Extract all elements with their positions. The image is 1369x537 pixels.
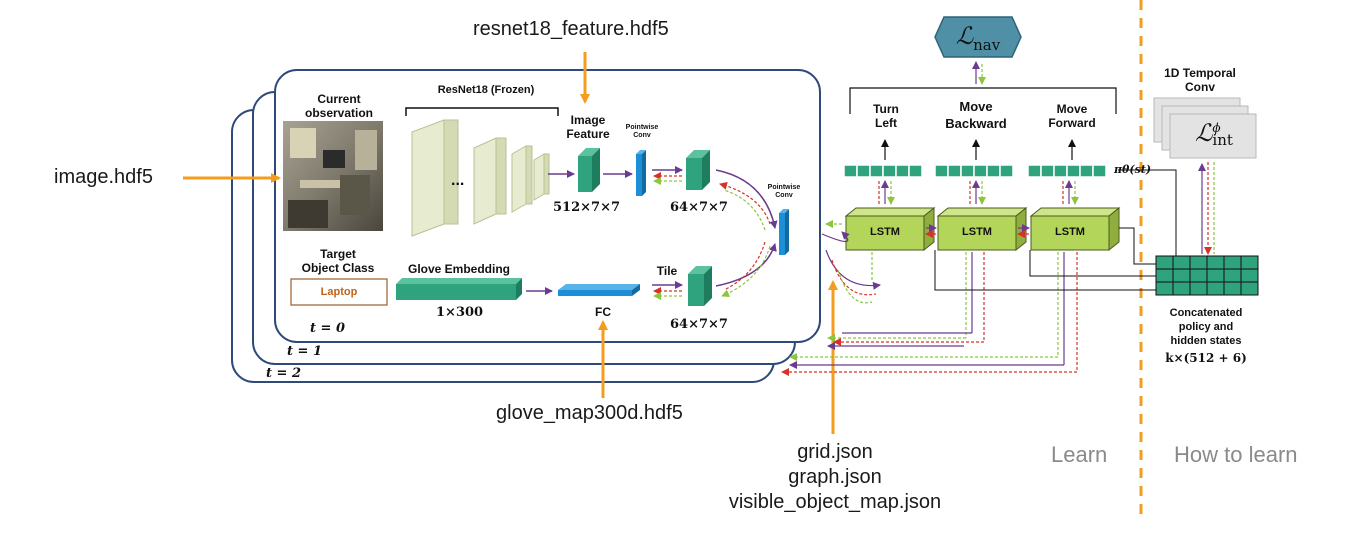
pointwise-top-line1: Pointwise bbox=[625, 124, 659, 131]
feature-cube-top bbox=[686, 150, 710, 190]
pointwise-right-line1: Pointwise bbox=[767, 184, 801, 191]
glove-embedding-label: Glove Embedding bbox=[407, 262, 510, 276]
loss-int-superscript: ϕ bbox=[1212, 121, 1221, 135]
arrow-grad-conv-bottom-red bbox=[723, 241, 766, 291]
temporal-conv-label: 1D Temporal Conv bbox=[1150, 66, 1250, 94]
loss-int-subscript: int bbox=[1212, 131, 1233, 149]
fc-label: FC bbox=[595, 305, 611, 319]
action-move-backward-line2: Backward bbox=[945, 116, 1007, 131]
current-observation-line2: observation bbox=[304, 106, 373, 120]
pointwise-top-line2: Conv bbox=[633, 132, 651, 139]
target-class-box bbox=[290, 278, 388, 306]
target-class-line1: Target bbox=[320, 247, 356, 261]
pointwise-right-line2: Conv bbox=[775, 192, 793, 199]
image-feature-line1: Image bbox=[570, 113, 606, 127]
concat-label: Concatenated policy and hidden states bbox=[1150, 306, 1262, 348]
arrow-grad-conv-top-green bbox=[723, 189, 766, 231]
concat-grid bbox=[1155, 255, 1259, 296]
current-observation-label: Current observation bbox=[298, 92, 380, 120]
action-bracket bbox=[849, 87, 1117, 114]
action-move-forward-line1: Move bbox=[1056, 102, 1088, 116]
current-observation-line1: Current bbox=[317, 92, 361, 106]
action-move-backward-line1: Move bbox=[959, 99, 993, 114]
glove-embedding-slab bbox=[396, 278, 522, 300]
lstm-label-2: LSTM bbox=[962, 226, 992, 238]
image-file-label: image.hdf5 bbox=[54, 166, 153, 188]
lstm-box-2 bbox=[936, 206, 1028, 252]
action-turn-left: Turn Left bbox=[856, 102, 916, 130]
region-learn: Learn bbox=[1051, 442, 1108, 467]
resnet-bracket bbox=[405, 107, 559, 116]
arrow-bottom-to-conv bbox=[715, 243, 777, 287]
region-how-to-learn: How to learn bbox=[1174, 442, 1298, 467]
lstm-box-3 bbox=[1029, 206, 1121, 252]
pointwise-conv-right bbox=[779, 209, 789, 255]
temporal-conv-stack bbox=[1153, 97, 1257, 159]
arrow-grad-conv-top-red bbox=[719, 182, 771, 225]
glove-file-label: glove_map300d.hdf5 bbox=[496, 402, 683, 424]
action-move-forward: Move Forward bbox=[1042, 102, 1102, 130]
feature-cube-bottom bbox=[688, 266, 712, 306]
loss-nav-subscript: nav bbox=[973, 36, 1001, 54]
arrow-top-to-conv bbox=[715, 169, 778, 229]
time-step-0: t = 0 bbox=[310, 321, 345, 336]
lstm-label-1: LSTM bbox=[870, 226, 900, 238]
lstm-feedback-lines bbox=[781, 252, 1078, 376]
concat-line2: policy and bbox=[1178, 321, 1234, 333]
arrow-grad-conv-bottom-green bbox=[721, 245, 771, 297]
action-move-backward: Move Backward bbox=[936, 98, 1016, 132]
resnet-file-label: resnet18_feature.hdf5 bbox=[473, 18, 669, 40]
image-feature-cube bbox=[578, 148, 600, 192]
resnet-ellipsis: ... bbox=[451, 172, 465, 189]
lstm-policy-arrows bbox=[878, 180, 1079, 205]
fc-slab bbox=[558, 284, 640, 296]
action-turn-left-line1: Turn bbox=[873, 102, 899, 116]
time-step-2: t = 2 bbox=[266, 366, 301, 381]
temporal-conv-line1: 1D Temporal bbox=[1164, 66, 1236, 80]
concat-line3: hidden states bbox=[1170, 335, 1242, 347]
resnet-label: ResNet18 (Frozen) bbox=[437, 84, 535, 96]
observation-image bbox=[283, 121, 383, 231]
pointwise-conv-top-label: Pointwise Conv bbox=[620, 124, 664, 140]
action-move-forward-line2: Forward bbox=[1048, 116, 1096, 130]
frame-t0 bbox=[274, 69, 821, 343]
json-file-graph: graph.json bbox=[788, 466, 882, 488]
arrow-panel-curve-2 bbox=[831, 259, 877, 296]
pointwise-conv-right-label: Pointwise Conv bbox=[762, 184, 806, 200]
temporal-conv-line2: Conv bbox=[1185, 80, 1215, 94]
image-feature-line2: Feature bbox=[566, 127, 610, 141]
policy-pi-label: πθ(st) bbox=[1114, 163, 1152, 176]
pointwise-conv-top bbox=[636, 150, 646, 196]
concat-dimension: k×(512 + 6) bbox=[1165, 351, 1247, 365]
target-object-class-label: Target Object Class bbox=[296, 247, 380, 275]
policy-cells bbox=[843, 164, 1107, 178]
concat-line1: Concatenated bbox=[1169, 307, 1243, 319]
lstm-box-1 bbox=[844, 206, 936, 252]
image-feature-label: Image Feature bbox=[560, 113, 616, 141]
tile-label: Tile bbox=[656, 264, 678, 278]
loss-nav-label: ℒnav bbox=[955, 22, 1001, 54]
dim-512-label: 512×7×7 bbox=[553, 200, 621, 215]
action-turn-left-line2: Left bbox=[875, 116, 897, 130]
loss-nav-hexagon bbox=[934, 16, 1022, 58]
dim-1x300-label: 1×300 bbox=[436, 305, 484, 320]
dim-64-bottom-label: 64×7×7 bbox=[670, 317, 728, 332]
json-file-visible-object-map: visible_object_map.json bbox=[728, 491, 942, 513]
target-class-value: Laptop bbox=[320, 286, 358, 298]
resnet-blocks bbox=[411, 119, 550, 237]
arrow-panel-curve-1 bbox=[825, 249, 881, 290]
dim-64-top-label: 64×7×7 bbox=[670, 200, 728, 215]
json-files-label: grid.json graph.json visible_object_map.… bbox=[700, 440, 970, 515]
json-file-grid: grid.json bbox=[797, 441, 873, 463]
lstm-label-3: LSTM bbox=[1055, 226, 1085, 238]
arrow-panel-to-lstm bbox=[821, 231, 850, 243]
arrow-panel-curve-3 bbox=[837, 269, 873, 304]
time-step-1: t = 1 bbox=[287, 344, 322, 359]
lstm-to-concat-lines bbox=[934, 169, 1177, 291]
target-class-line2: Object Class bbox=[301, 261, 375, 275]
